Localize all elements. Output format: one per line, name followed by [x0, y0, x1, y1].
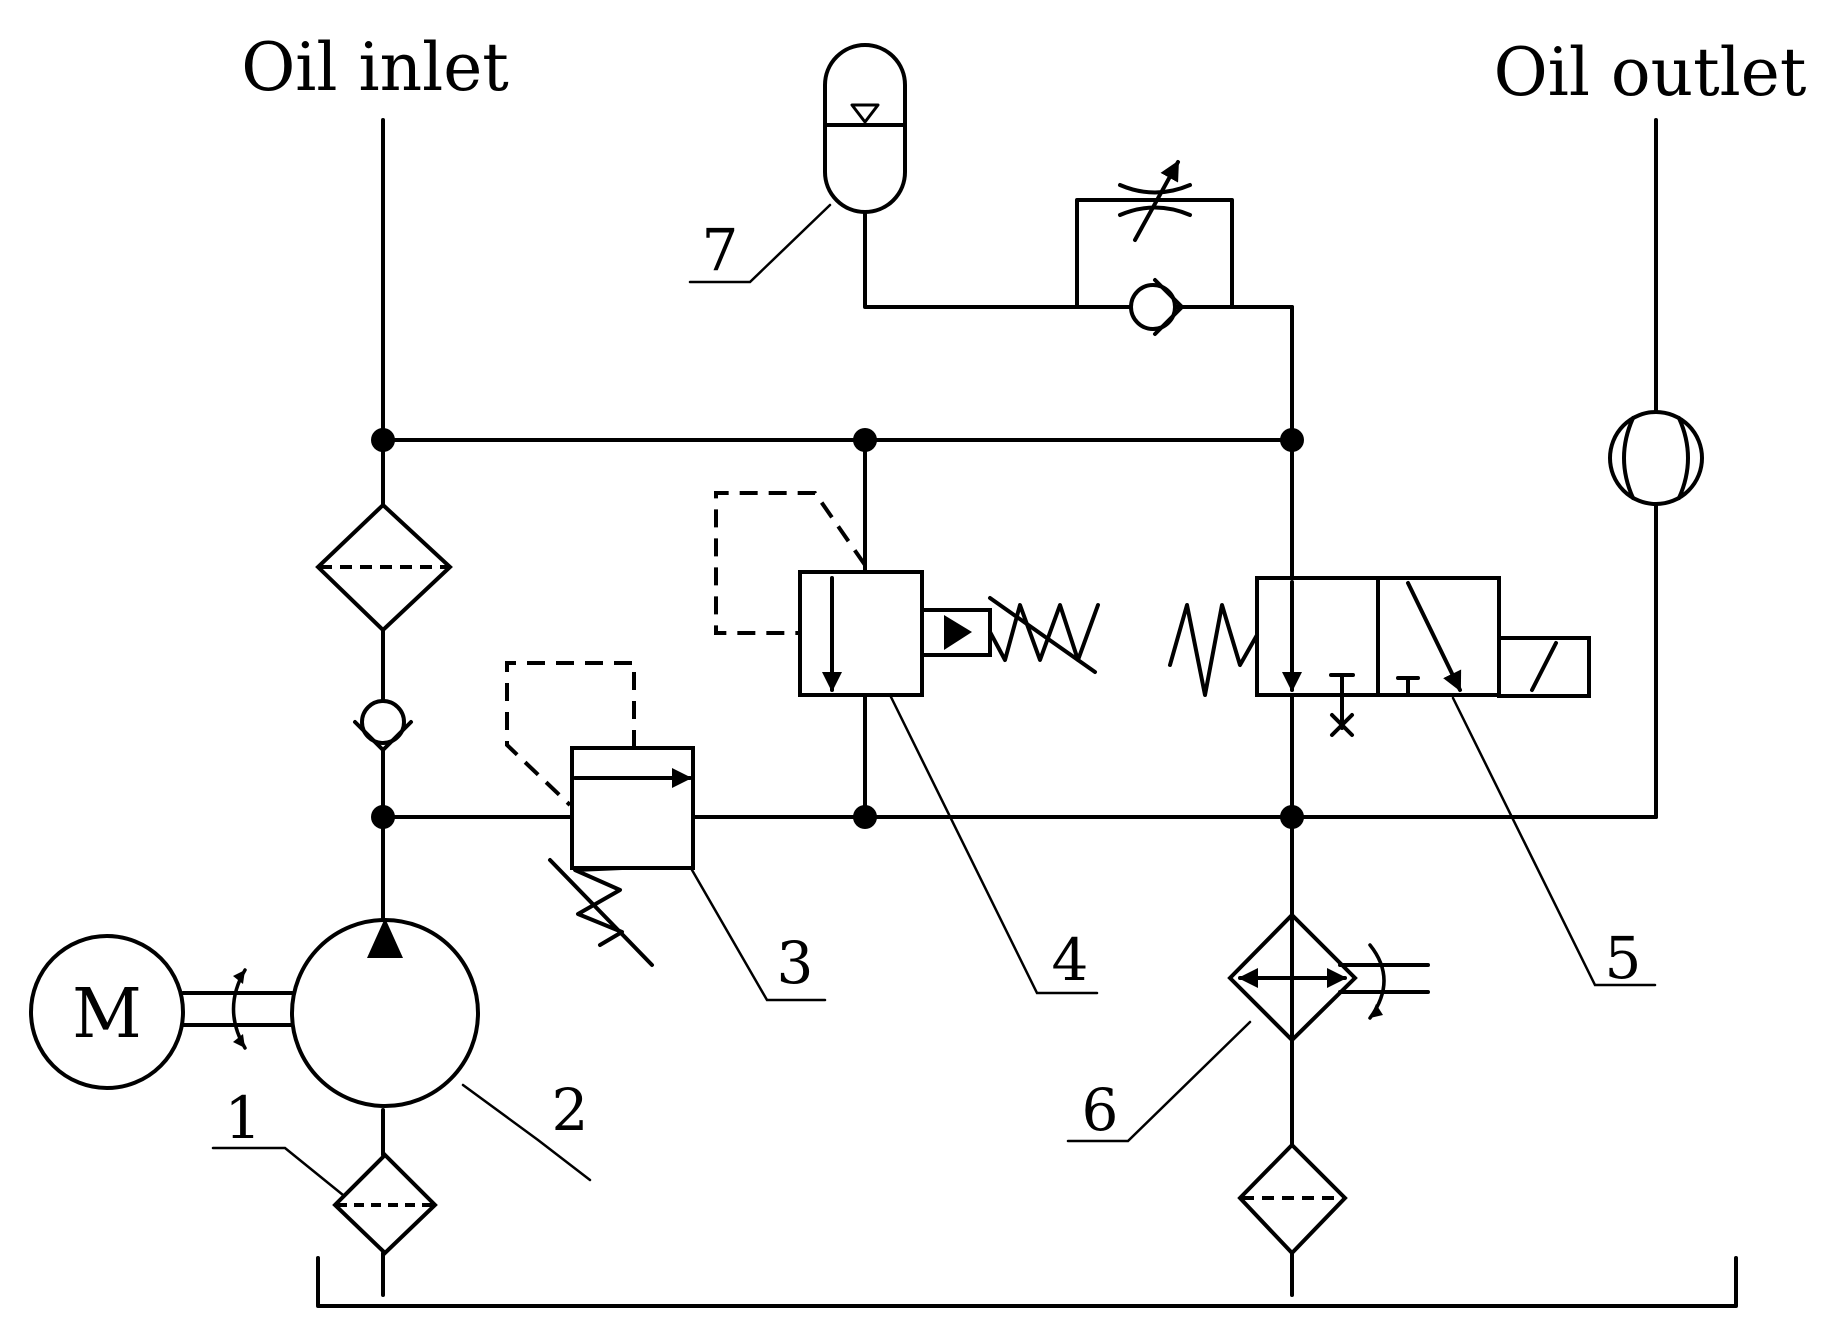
flow-meter-symbol — [1608, 410, 1704, 506]
callout-6: 6 — [1082, 1076, 1119, 1144]
return-filter-symbol — [1237, 1142, 1348, 1256]
callout-5: 5 — [1605, 924, 1642, 992]
pressure-reducing-valve-symbol — [714, 491, 1100, 697]
callout-7: 7 — [702, 216, 739, 284]
callout-1: 1 — [225, 1084, 262, 1152]
callout-numbers: 1 2 3 4 5 6 7 — [225, 216, 1642, 1152]
callout-leaders — [211, 203, 1657, 1197]
callout-4: 4 — [1052, 926, 1089, 994]
relief-valve-symbol — [505, 661, 695, 967]
inlet-filter-symbol — [315, 502, 453, 633]
solenoid-directional-valve-symbol — [1168, 576, 1591, 737]
callout-2: 2 — [552, 1076, 589, 1144]
suction-filter-symbol — [332, 1152, 438, 1256]
oil-outlet-label: Oil outlet — [1494, 34, 1807, 111]
tank-symbol — [316, 1256, 1738, 1308]
electric-motor-symbol: M — [29, 934, 294, 1090]
junction-dots — [371, 428, 1304, 829]
inlet-check-valve-symbol — [353, 699, 413, 752]
motor-label: M — [72, 975, 142, 1054]
oil-inlet-label: Oil inlet — [241, 29, 509, 106]
throttle-check-valve-symbol — [1075, 160, 1234, 336]
callout-3: 3 — [777, 929, 814, 997]
heat-exchanger-symbol — [1227, 912, 1430, 1043]
accumulator-symbol — [823, 43, 907, 214]
hydraulic-pump-symbol — [290, 918, 480, 1108]
